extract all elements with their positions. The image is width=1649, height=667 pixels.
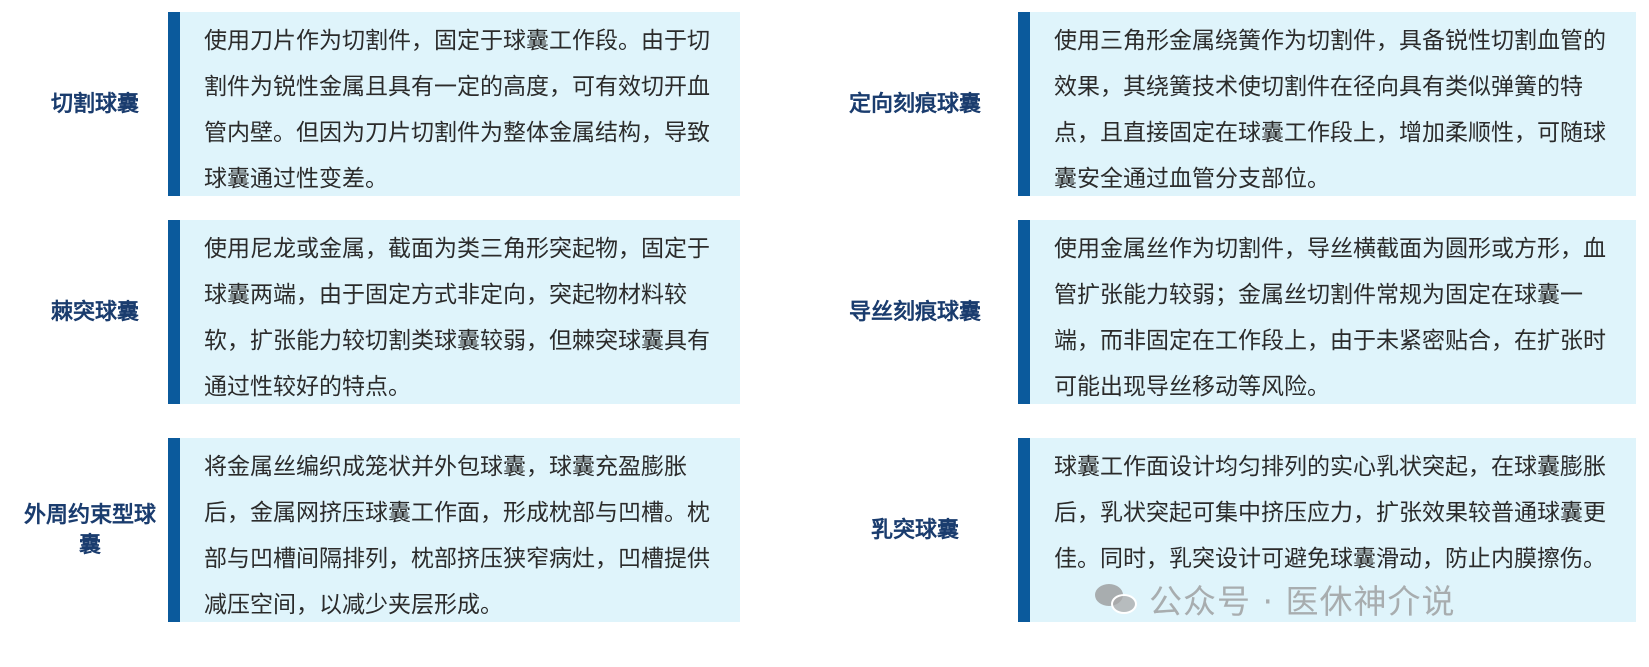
- description-text: 使用刀片作为切割件，固定于球囊工作段。由于切割件为锐性金属且具有一定的高度，可有…: [204, 28, 710, 192]
- balloon-row: 切割球囊 使用刀片作为切割件，固定于球囊工作段。由于切割件为锐性金属且具有一定的…: [0, 12, 1649, 196]
- description-card: 使用尼龙或金属，截面为类三角形突起物，固定于球囊两端，由于固定方式非定向，突起物…: [168, 220, 740, 404]
- description-card: 使用三角形金属绕簧作为切割件，具备锐性切割血管的效果，其绕簧技术使切割件在径向具…: [1018, 12, 1636, 196]
- balloon-row: 棘突球囊 使用尼龙或金属，截面为类三角形突起物，固定于球囊两端，由于固定方式非定…: [0, 220, 1649, 404]
- balloon-type-label: 定向刻痕球囊: [848, 91, 981, 117]
- description-text: 使用三角形金属绕簧作为切割件，具备锐性切割血管的效果，其绕簧技术使切割件在径向具…: [1054, 28, 1606, 192]
- description-card: 使用刀片作为切割件，固定于球囊工作段。由于切割件为锐性金属且具有一定的高度，可有…: [168, 12, 740, 196]
- description-text: 球囊工作面设计均匀排列的实心乳状突起，在球囊膨胀后，乳状突起可集中挤压应力，扩张…: [1054, 454, 1606, 572]
- balloon-type-label: 外周约束型球囊: [23, 502, 156, 558]
- balloon-type-label: 乳突球囊: [870, 517, 959, 543]
- balloon-type-label: 棘突球囊: [50, 299, 139, 325]
- balloon-row: 外周约束型球囊 将金属丝编织成笼状并外包球囊，球囊充盈膨胀后，金属网挤压球囊工作…: [0, 438, 1649, 622]
- description-text: 使用金属丝作为切割件，导丝横截面为圆形或方形，血管扩张能力较弱；金属丝切割件常规…: [1054, 236, 1606, 400]
- balloon-type-label: 导丝刻痕球囊: [848, 299, 981, 325]
- description-card: 球囊工作面设计均匀排列的实心乳状突起，在球囊膨胀后，乳状突起可集中挤压应力，扩张…: [1018, 438, 1636, 622]
- description-card: 将金属丝编织成笼状并外包球囊，球囊充盈膨胀后，金属网挤压球囊工作面，形成枕部与凹…: [168, 438, 740, 622]
- description-text: 将金属丝编织成笼状并外包球囊，球囊充盈膨胀后，金属网挤压球囊工作面，形成枕部与凹…: [204, 454, 710, 618]
- description-text: 使用尼龙或金属，截面为类三角形突起物，固定于球囊两端，由于固定方式非定向，突起物…: [204, 236, 710, 400]
- balloon-type-label: 切割球囊: [50, 91, 139, 117]
- description-card: 使用金属丝作为切割件，导丝横截面为圆形或方形，血管扩张能力较弱；金属丝切割件常规…: [1018, 220, 1636, 404]
